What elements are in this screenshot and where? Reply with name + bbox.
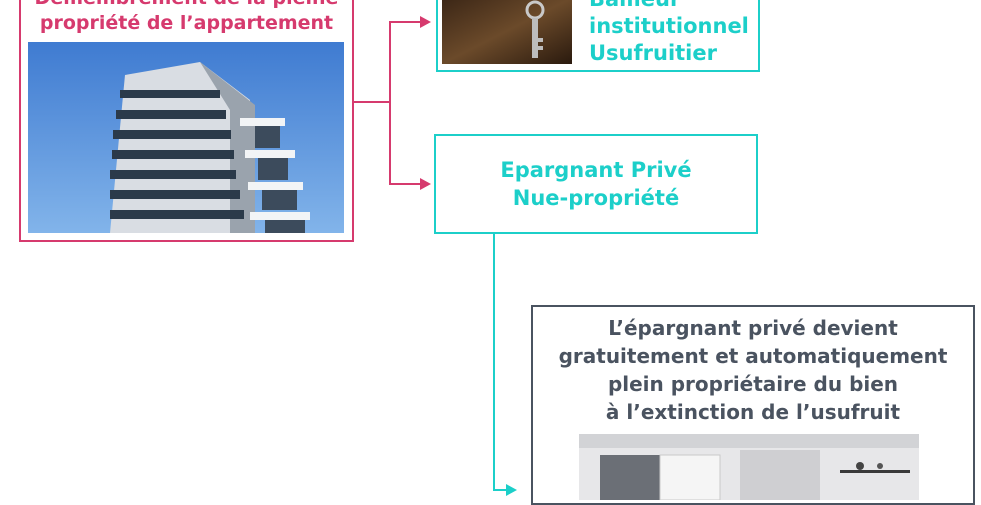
saver-box bbox=[434, 134, 758, 234]
source-title-line: propriété de l’appartement bbox=[39, 12, 334, 34]
saver-line: Epargnant Privé bbox=[500, 158, 692, 182]
outcome-line: plein propriétaire du bien bbox=[607, 372, 899, 396]
outcome-line: gratuitement et automatiquement bbox=[558, 344, 948, 368]
connector-teal bbox=[493, 234, 506, 491]
lessee-line: Usufruitier bbox=[589, 41, 717, 65]
saver-text: Epargnant Privé Nue-propriété bbox=[436, 156, 756, 212]
lessee-line: Bailleur bbox=[589, 0, 749, 13]
outcome-line: à l’extinction de l’usufruit bbox=[605, 400, 901, 424]
outcome-line: L’épargnant privé devient bbox=[608, 316, 898, 340]
source-title: Démembrement de la pleine propriété de l… bbox=[20, 0, 353, 36]
connector-pink bbox=[389, 102, 420, 185]
arrow-head-icon bbox=[420, 178, 431, 190]
arrow-head-icon bbox=[506, 484, 517, 496]
connector-pink bbox=[354, 21, 420, 103]
saver-line: Nue-propriété bbox=[512, 186, 680, 210]
lessee-text: Bailleur institutionnel Usufruitier bbox=[589, 0, 749, 67]
source-box bbox=[19, 0, 354, 242]
source-title-line: Démembrement de la pleine bbox=[20, 0, 353, 11]
outcome-text: L’épargnant privé devient gratuitement e… bbox=[533, 314, 973, 426]
arrow-head-icon bbox=[420, 16, 431, 28]
lessee-line: institutionnel bbox=[589, 14, 749, 38]
